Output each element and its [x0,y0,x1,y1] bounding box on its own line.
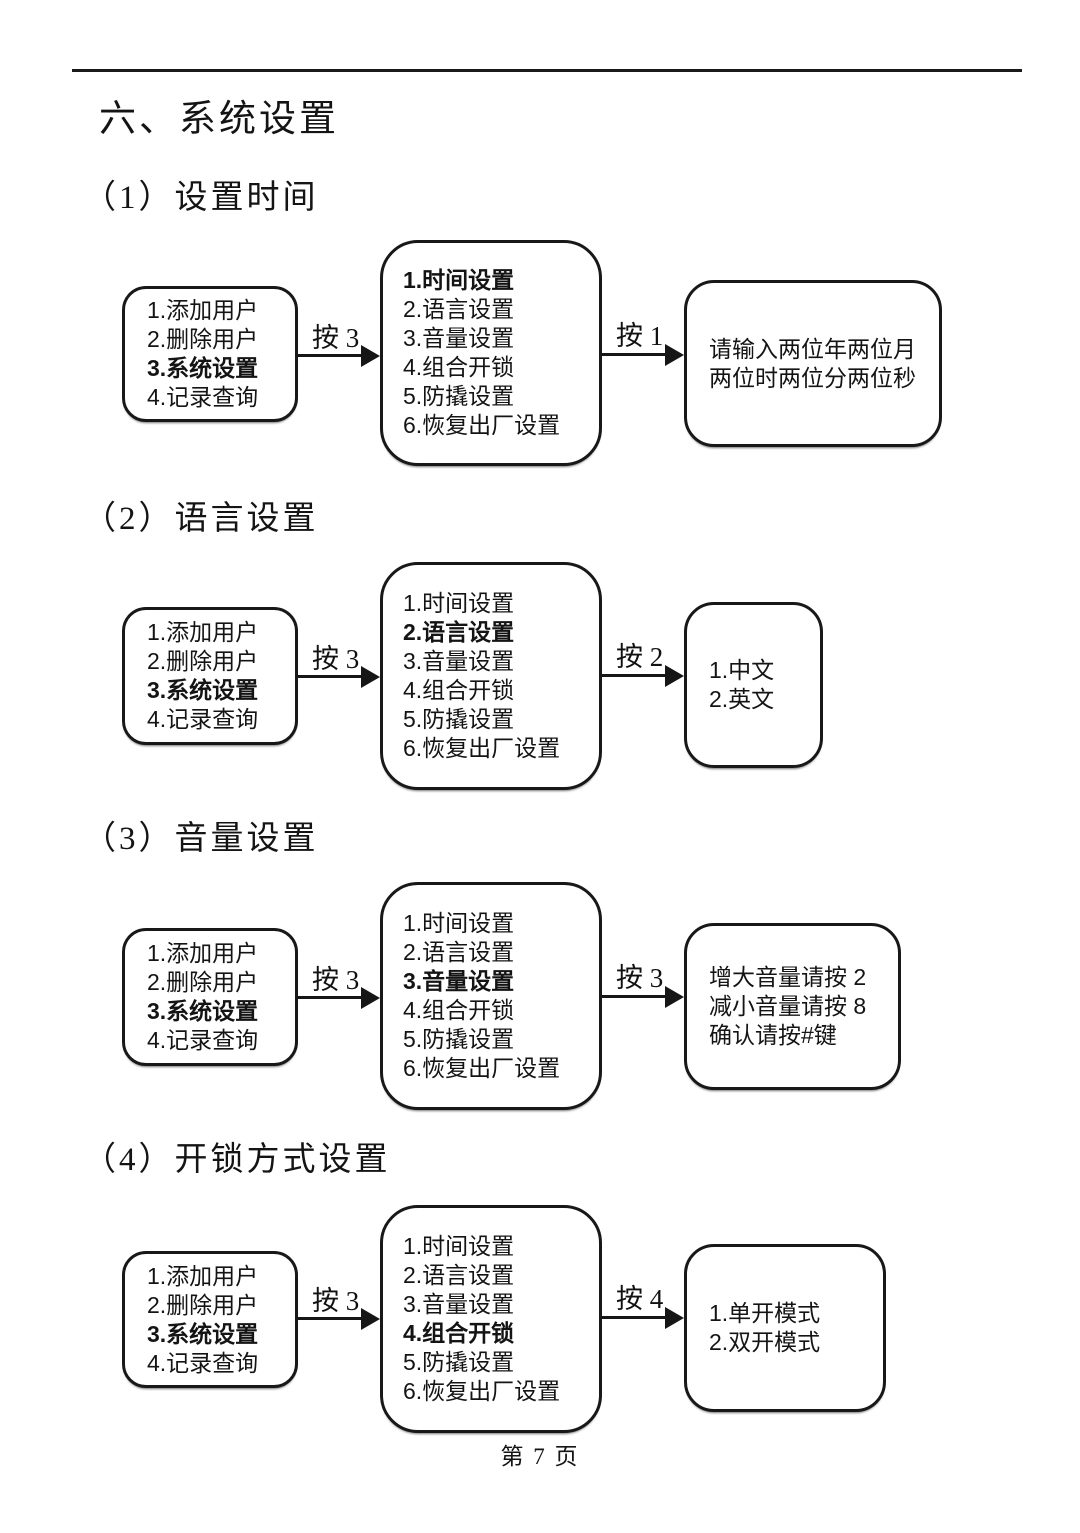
option-line: 1.中文 [709,657,775,683]
menu-item: 3.音量设置 [403,1291,515,1317]
menu-item: 6.恢复出厂设置 [403,1055,561,1081]
menu-item: 2.删除用户 [147,326,259,352]
menu-item: 4.记录查询 [147,384,259,410]
main-menu-box: 1.添加用户 2.删除用户 3.系统设置 4.记录查询 [122,607,298,745]
option-line: 2.双开模式 [709,1329,821,1355]
menu-item: 4.组合开锁 [403,677,515,703]
menu-item-selected: 3.系统设置 [147,998,259,1024]
system-menu-box: 1.时间设置 2.语言设置 3.音量设置 4.组合开锁 5.防撬设置 6.恢复出… [380,562,602,790]
menu-item: 3.音量设置 [403,648,515,674]
menu-item: 1.添加用户 [147,940,259,966]
result-box: 请输入两位年两位月 两位时两位分两位秒 [684,280,942,447]
press-key-label: 按 3 [312,323,360,353]
menu-item: 6.恢复出厂设置 [403,1378,561,1404]
section-3-heading: （3）音量设置 [83,821,319,857]
page-title: 六、系统设置 [99,99,339,140]
menu-item: 4.记录查询 [147,1027,259,1053]
main-menu-box: 1.添加用户 2.删除用户 3.系统设置 4.记录查询 [122,286,298,422]
result-box: 1.中文 2.英文 [684,602,823,768]
header-rule [72,69,1022,72]
menu-item-selected: 3.系统设置 [147,677,259,703]
press-key-label: 按 3 [616,963,664,993]
menu-item: 6.恢复出厂设置 [403,412,561,438]
menu-item-selected: 4.组合开锁 [403,1320,515,1346]
menu-item: 5.防撬设置 [403,1026,515,1052]
menu-item: 3.音量设置 [403,325,515,351]
menu-item: 2.删除用户 [147,648,259,674]
prompt-line: 确认请按#键 [709,1022,837,1048]
prompt-line: 请输入两位年两位月 [709,335,916,362]
menu-item: 1.添加用户 [147,1262,259,1289]
menu-item: 1.时间设置 [403,910,515,936]
prompt-line: 增大音量请按 2 [709,964,867,990]
system-menu-box: 1.时间设置 2.语言设置 3.音量设置 4.组合开锁 5.防撬设置 6.恢复出… [380,1205,602,1433]
main-menu-box: 1.添加用户 2.删除用户 3.系统设置 4.记录查询 [122,1251,298,1388]
menu-item: 6.恢复出厂设置 [403,735,561,761]
menu-item: 5.防撬设置 [403,706,515,732]
press-key-label: 按 3 [312,1286,360,1316]
option-line: 1.单开模式 [709,1300,821,1326]
menu-item: 4.组合开锁 [403,354,515,380]
arrow-right-icon [298,354,361,357]
menu-item: 2.删除用户 [147,1291,259,1318]
menu-item: 1.时间设置 [403,1233,515,1259]
menu-item-selected: 1.时间设置 [403,267,515,293]
menu-item: 2.语言设置 [403,1262,515,1288]
press-key-label: 按 3 [312,965,360,995]
press-key-label: 按 4 [616,1284,664,1314]
press-key-label: 按 3 [312,644,360,674]
press-key-label: 按 2 [616,642,664,672]
arrow-right-icon [298,1317,361,1320]
result-box: 1.单开模式 2.双开模式 [684,1244,886,1412]
menu-item-selected: 3.系统设置 [147,1320,259,1347]
prompt-line: 减小音量请按 8 [709,993,867,1019]
arrow-right-icon [602,353,665,356]
menu-item: 5.防撬设置 [403,1349,515,1375]
page-number: 第 7 页 [500,1444,580,1469]
menu-item: 4.记录查询 [147,1349,259,1376]
menu-item: 2.语言设置 [403,939,515,965]
menu-item-selected: 3.音量设置 [403,968,515,994]
section-1-heading: （1）设置时间 [83,180,319,216]
menu-item: 2.删除用户 [147,969,259,995]
arrow-right-icon [298,675,361,678]
section-4-heading: （4）开锁方式设置 [83,1142,391,1178]
arrow-right-icon [602,674,665,677]
section-2-heading: （2）语言设置 [83,501,319,537]
system-menu-box: 1.时间设置 2.语言设置 3.音量设置 4.组合开锁 5.防撬设置 6.恢复出… [380,882,602,1110]
arrow-right-icon [602,1316,665,1319]
system-menu-box: 1.时间设置 2.语言设置 3.音量设置 4.组合开锁 5.防撬设置 6.恢复出… [380,240,602,466]
prompt-line: 两位时两位分两位秒 [709,364,916,391]
menu-item: 1.时间设置 [403,590,515,616]
main-menu-box: 1.添加用户 2.删除用户 3.系统设置 4.记录查询 [122,928,298,1066]
arrow-right-icon [298,996,361,999]
option-line: 2.英文 [709,686,775,712]
menu-item: 4.组合开锁 [403,997,515,1023]
menu-item: 5.防撬设置 [403,383,515,409]
result-box: 增大音量请按 2 减小音量请按 8 确认请按#键 [684,923,901,1090]
menu-item: 1.添加用户 [147,619,259,645]
arrow-right-icon [602,995,665,998]
press-key-label: 按 1 [616,321,664,351]
menu-item-selected: 2.语言设置 [403,619,515,645]
menu-item: 4.记录查询 [147,706,259,732]
menu-item: 2.语言设置 [403,296,515,322]
menu-item: 1.添加用户 [147,297,259,323]
menu-item-selected: 3.系统设置 [147,355,259,381]
